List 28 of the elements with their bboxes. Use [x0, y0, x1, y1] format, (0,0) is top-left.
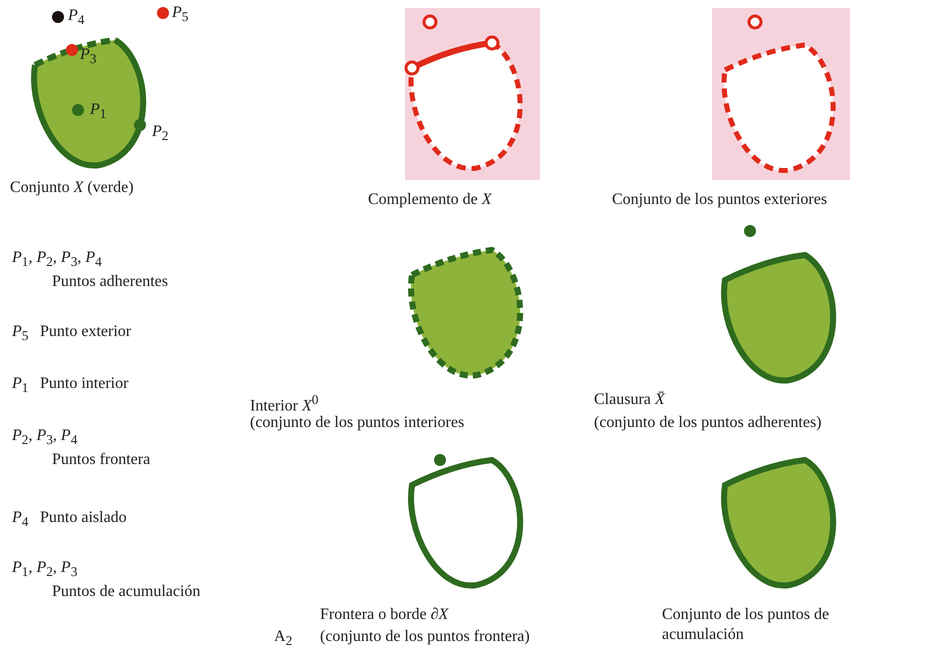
- definition-text: Punto interior: [40, 374, 128, 394]
- point-list: P$_{2}$, P$_{3}$, P$_{4}$: [12, 426, 78, 450]
- figure-label: A$_{2}$: [274, 627, 292, 650]
- point-list: P$_{4}$: [12, 508, 28, 532]
- caption: (conjunto de los puntos frontera): [320, 627, 530, 647]
- point-label: P$_{5}$: [172, 3, 188, 26]
- caption: Conjunto de los puntos exteriores: [612, 190, 828, 210]
- caption: Conjunto de los puntos de acumulación: [662, 605, 830, 645]
- definition-text: Punto aislado: [40, 508, 127, 528]
- point-label: P$_{3}$: [80, 45, 96, 68]
- caption: Interior X$^{0}$: [250, 391, 318, 416]
- caption: Complemento de X: [368, 190, 492, 210]
- point-label: P$_{2}$: [152, 122, 168, 146]
- caption: Clausura X̄: [594, 390, 665, 410]
- caption: Frontera o borde ∂X: [320, 605, 448, 625]
- point-list: P$_{5}$: [12, 322, 28, 346]
- definition-text: Punto exterior: [40, 322, 132, 342]
- point-list: P$_{1}$: [12, 374, 28, 398]
- point-label: P$_{4}$: [68, 6, 84, 30]
- point-list: P$_{1}$, P$_{2}$, P$_{3}$, P$_{4}$: [12, 248, 102, 272]
- point-list: P$_{1}$, P$_{2}$, P$_{3}$: [12, 558, 78, 582]
- definition-text: Puntos frontera: [52, 450, 150, 470]
- definition-text: Puntos de acumulación: [52, 582, 200, 602]
- definition-text: Puntos adherentes: [52, 272, 168, 292]
- caption: (conjunto de los puntos adherentes): [594, 413, 822, 433]
- caption: (conjunto de los puntos interiores: [250, 413, 464, 433]
- caption: Conjunto X (verde): [10, 178, 134, 198]
- point-label: P$_{1}$: [90, 100, 106, 124]
